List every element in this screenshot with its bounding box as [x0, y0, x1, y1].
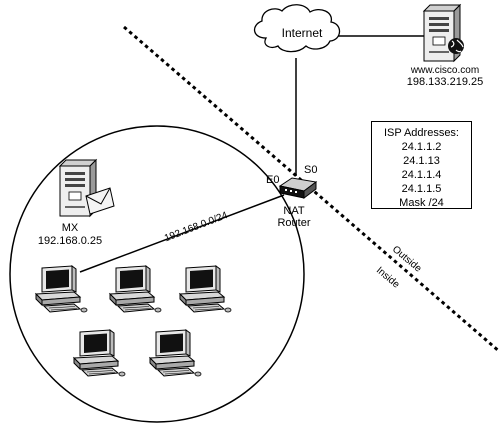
router-inside-interface-label: E0 — [266, 174, 280, 186]
isp-addresses-box: ISP Addresses: 24.1.1.2 24.1.13 24.1.1.4… — [371, 121, 472, 209]
globe-icon — [448, 38, 464, 54]
inside-lan-circle — [9, 125, 305, 423]
webserver-host-label: www.cisco.com — [410, 65, 480, 76]
desktop-computer-icon — [149, 329, 202, 377]
link-lan-router — [79, 194, 285, 273]
router-outside-interface-label: S0 — [304, 164, 318, 176]
desktop-computer-icon — [35, 265, 88, 313]
router-name-line1: NAT — [283, 205, 305, 217]
desktop-computer-icon — [109, 265, 162, 313]
isp-address-item: 24.1.13 — [403, 155, 440, 167]
cloud-icon — [253, 4, 341, 53]
desktop-computer-icon — [179, 265, 232, 313]
desktop-computer-icon — [73, 329, 126, 377]
mail-server-ip-label: 192.168.0.25 — [37, 235, 103, 247]
webserver-ip-label: 198.133.219.25 — [406, 76, 484, 88]
envelope-icon — [85, 187, 115, 215]
router-icon — [278, 177, 318, 199]
isp-address-item: 24.1.1.4 — [401, 169, 442, 181]
isp-address-item: 24.1.1.5 — [401, 183, 442, 195]
isp-mask: Mask /24 — [399, 197, 444, 209]
isp-address-item: 24.1.1.2 — [401, 141, 442, 153]
isp-box-title: ISP Addresses: — [383, 127, 459, 139]
router-name-line2: Router — [277, 217, 311, 229]
mail-server-name-label: MX — [61, 222, 79, 234]
internet-label: Internet — [281, 26, 323, 40]
